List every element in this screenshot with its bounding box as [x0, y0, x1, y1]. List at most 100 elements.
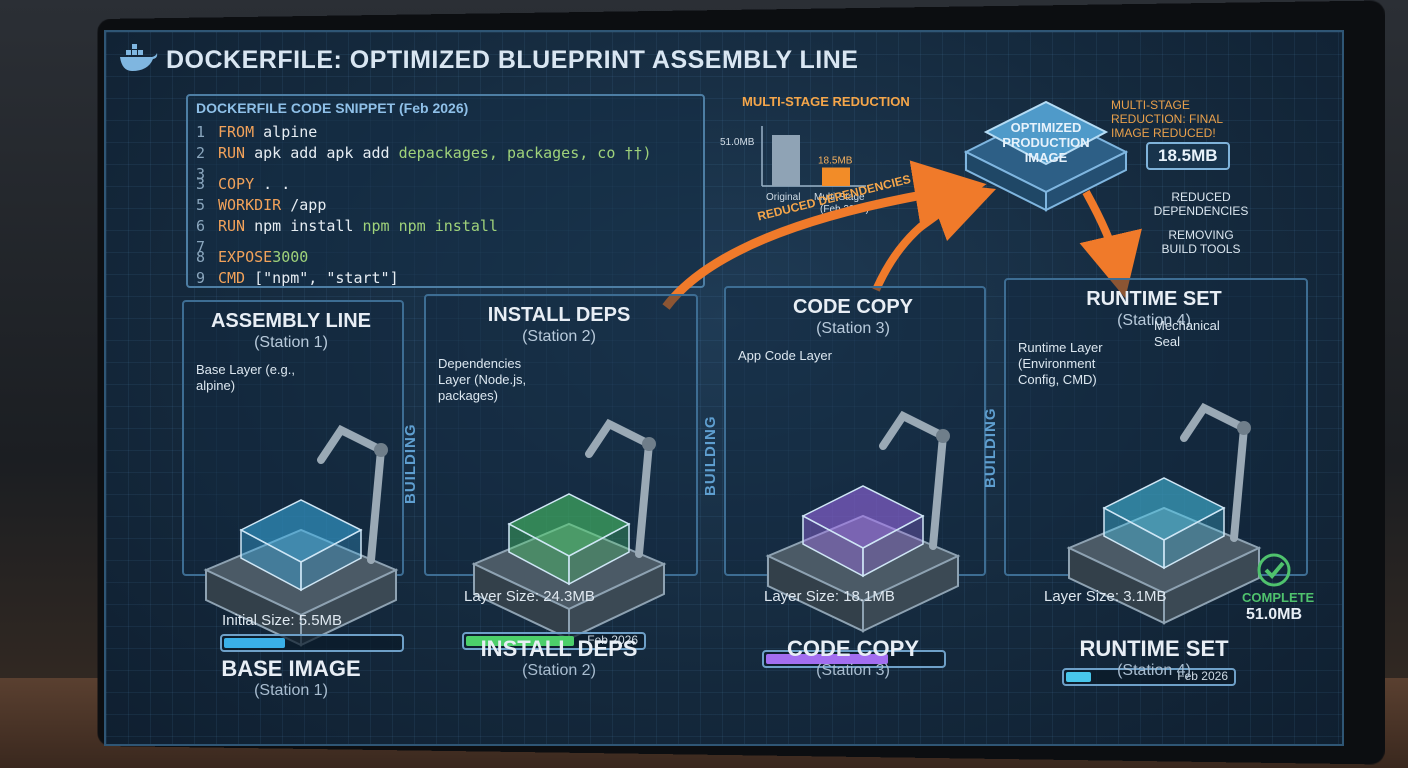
station-title: RUNTIME SET [1086, 288, 1222, 310]
code-text: alpine [254, 123, 318, 141]
chart-bar-original [772, 135, 800, 186]
station-bottom-title: INSTALL DEPS [480, 636, 638, 661]
building-label: BUILDING [982, 407, 999, 489]
layer-label: App Code Layer [738, 348, 832, 363]
layer-size-text: Layer Size: 18.1MB [764, 588, 895, 605]
code-text: . . [254, 175, 291, 193]
code-text: apk add apk add [245, 144, 399, 162]
code-text: npm install [245, 217, 363, 235]
station-bottom-subtitle: (Station 2) [522, 662, 596, 679]
code-line: 3 [196, 164, 652, 183]
station-machine [1066, 402, 1262, 625]
station-bottom-subtitle: (Station 1) [254, 682, 328, 699]
layer-size-bar: Feb 2026 [462, 632, 646, 650]
line-number: 3 [196, 175, 206, 193]
station-bottom-subtitle: (Station 3) [816, 662, 890, 679]
page-title: DOCKERFILE: OPTIMIZED BLUEPRINT ASSEMBLY… [166, 46, 859, 74]
layer-size-text: Layer Size: 3.1MB [1044, 588, 1167, 605]
multi-stage-label: MULTI-STAGE REDUCTION [742, 94, 910, 109]
line-number: 1 [196, 123, 206, 141]
code-argument: depackages, packages, co ††) [398, 144, 652, 162]
layer-size-text: Initial Size: 5.5MB [222, 612, 343, 629]
chart-bar-multistage [822, 167, 850, 186]
layer-size-bar-fill [224, 638, 285, 648]
building-label: BUILDING [702, 415, 719, 497]
line-number: 7 [196, 238, 206, 256]
station-title: INSTALL DEPS [487, 304, 631, 326]
building-label: BUILDING [402, 423, 419, 505]
code-line: 1 FROM alpine [196, 122, 652, 143]
line-number: 6 [196, 217, 206, 235]
code-line: 5 WORKDIR /app [196, 195, 652, 216]
layer-label: Dependencies Layer (Node.js, packages) [438, 356, 527, 403]
final-size-badge: 18.5MB [1146, 142, 1230, 170]
layer-size-bar: Feb 2026 [1062, 668, 1236, 686]
code-line: 3 COPY . . [196, 174, 652, 195]
code-line: 2 RUN apk add apk add depackages, package… [196, 143, 652, 164]
production-image-label: OPTIMIZED PRODUCTION IMAGE [1002, 120, 1090, 165]
layer-label: Runtime Layer (Environment Config, CMD) [1018, 340, 1103, 387]
chart-category-label: Original [766, 192, 800, 203]
final-reduced-note: MULTI-STAGE REDUCTION: FINAL IMAGE REDUC… [1111, 98, 1223, 140]
code-text: ["npm", "start"] [245, 269, 399, 287]
chart-category-label: Multi-Stage [814, 192, 865, 203]
code-argument: npm npm install [362, 217, 498, 235]
monitor-screen: DOCKERFILE: OPTIMIZED BLUEPRINT ASSEMBLY… [104, 30, 1344, 746]
code-keyword: WORKDIR [218, 196, 282, 214]
docker-whale-icon [120, 44, 158, 71]
layer-size-bar-fill [1066, 672, 1091, 682]
station-bottom-title: CODE COPY [786, 636, 920, 661]
station-title: ASSEMBLY LINE [210, 310, 372, 332]
code-keyword: RUN [218, 144, 246, 162]
code-keyword: COPY [218, 175, 255, 193]
line-number: 8 [196, 248, 206, 266]
code-argument: 3000 [272, 248, 309, 266]
line-number: 9 [196, 269, 206, 287]
code-line: 6 RUN npm install npm npm install [196, 216, 652, 237]
flow-arrows [662, 160, 1142, 310]
code-snippet-panel: DOCKERFILE CODE SNIPPET (Feb 2026) 1 FROM… [186, 94, 705, 288]
station-subtitle: (Station 1) [254, 334, 328, 351]
layer-date: Feb 2026 [587, 633, 638, 647]
station-bottom-subtitle: (Station 4) [1117, 662, 1191, 679]
line-number: 5 [196, 196, 206, 214]
chart-value-label: 51.0MB [720, 137, 755, 148]
code-line: 8 EXPOSE3000 [196, 247, 652, 268]
removing-build-tools-note: REMOVING BUILD TOOLS [1161, 228, 1241, 256]
layer-label: Base Layer (e.g., alpine) [196, 362, 295, 393]
chart-value-label: 18.5MB [818, 156, 853, 167]
layer-size-bar-fill [466, 636, 574, 646]
complete-total-size: 51.0MB [1246, 606, 1303, 623]
code-line: 9 CMD ["npm", "start"] [196, 268, 652, 289]
layer-size-text: Layer Size: 24.3MB [464, 588, 595, 605]
station-subtitle: (Station 2) [522, 328, 596, 345]
production-image-box [963, 100, 1129, 212]
station-title: CODE COPY [792, 296, 914, 318]
code-snippet-header: DOCKERFILE CODE SNIPPET (Feb 2026) [196, 100, 469, 116]
complete-check-icon [1257, 553, 1291, 587]
line-number: 2 [196, 144, 206, 162]
layer-date: Feb 2026 [1177, 669, 1228, 683]
layer-size-bar [762, 650, 946, 668]
code-text: /app [281, 196, 327, 214]
code-keyword: CMD [218, 269, 246, 287]
reduced-dependencies-note: REDUCED DEPENDENCIES [1153, 190, 1249, 218]
station-subtitle: (Station 3) [816, 320, 890, 337]
station-subtitle: (Station 4) [1117, 312, 1191, 329]
station-machine [203, 424, 399, 647]
code-keyword: EXPOSE [218, 248, 273, 266]
station-machine [765, 410, 961, 633]
layer-size-bar-fill [766, 654, 888, 664]
layer-size-bar [220, 634, 404, 652]
station-machine [471, 418, 667, 641]
mechanical-seal-label: Mechanical Seal [1154, 318, 1220, 349]
stations: ASSEMBLY LINE (Station 1) Base Layer (e.g.… [106, 32, 1342, 699]
station-bottom-title: BASE IMAGE [221, 656, 361, 681]
code-line: 7 [196, 237, 652, 256]
station-bottom-title: RUNTIME SET [1079, 636, 1229, 661]
line-number: 3 [196, 165, 206, 183]
complete-label: COMPLETE [1242, 590, 1315, 605]
code-keyword: FROM [218, 123, 255, 141]
code-keyword: RUN [218, 217, 246, 235]
